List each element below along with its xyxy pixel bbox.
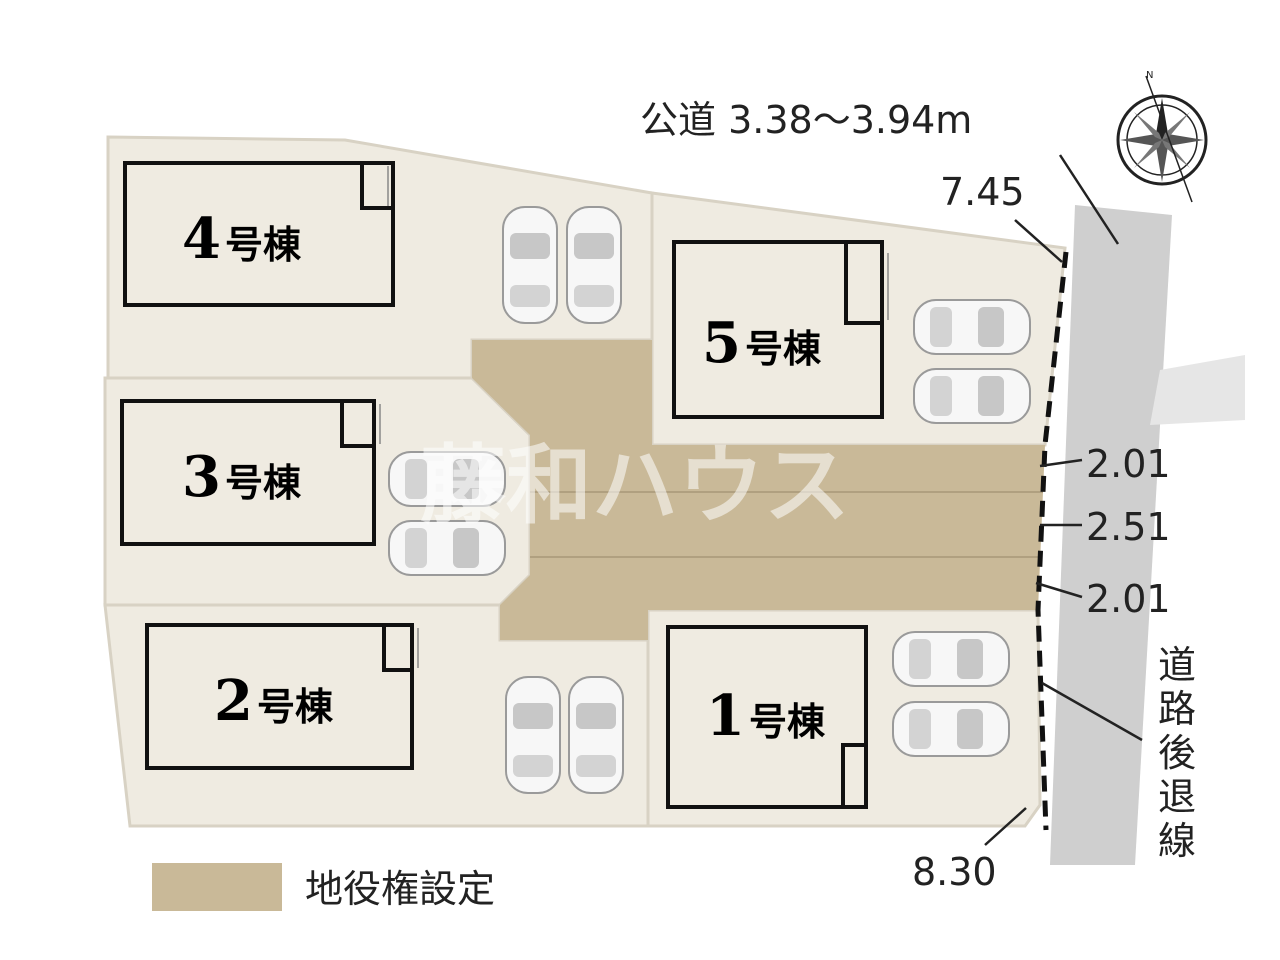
setback-label-char: 道 — [1158, 643, 1196, 687]
car — [388, 451, 506, 507]
building-4-outline — [123, 161, 395, 307]
legend-label: 地役権設定 — [305, 867, 495, 911]
car — [388, 520, 506, 576]
building-3-balcony — [340, 401, 374, 448]
dim-lane-3-leader — [1035, 581, 1083, 599]
road-right-strip — [1150, 355, 1245, 425]
easement-area — [472, 340, 1045, 640]
building-outlines — [120, 161, 884, 809]
setback-label: 道 路 後 退 線 — [1158, 643, 1196, 863]
watermark-text: 藤和ハウス — [420, 436, 850, 536]
car — [913, 368, 1031, 424]
dim-lane-2: 2.51 — [1086, 505, 1171, 549]
cars — [388, 206, 1031, 794]
setback-label-char: 路 — [1158, 687, 1196, 731]
car — [913, 299, 1031, 355]
car — [502, 206, 558, 324]
setback-line — [1035, 251, 1069, 831]
setback-label-char: 後 — [1158, 731, 1196, 775]
setback-leader-line — [1041, 681, 1143, 742]
setback-label-char: 線 — [1158, 819, 1196, 863]
dim-top-leader — [1014, 219, 1063, 263]
car — [892, 631, 1010, 687]
car — [505, 676, 561, 794]
compass-north-label: N — [1146, 70, 1153, 81]
dim-bottom-frontage: 8.30 — [912, 850, 997, 894]
dim-top-frontage: 7.45 — [940, 170, 1025, 214]
setback-label-char: 退 — [1158, 775, 1196, 819]
building-3-outline — [120, 399, 376, 546]
building-5-outline — [672, 240, 884, 419]
dim-bottom-leader — [984, 807, 1027, 846]
legend-swatch — [152, 863, 282, 911]
building-1-outline — [666, 625, 868, 809]
dim-lane-1: 2.01 — [1086, 442, 1171, 486]
road-leader-line — [1058, 154, 1120, 245]
building-2-outline — [145, 623, 414, 770]
building-2-balcony — [382, 625, 412, 672]
car — [566, 206, 622, 324]
building-5-balcony — [844, 242, 882, 325]
easement-lane-lines — [530, 491, 1043, 558]
public-road — [1050, 205, 1172, 865]
car — [892, 701, 1010, 757]
road-label: 公道 3.38～3.94m — [640, 98, 972, 142]
building-1-balcony — [841, 743, 866, 807]
car — [568, 676, 624, 794]
compass-rose-icon — [1116, 75, 1208, 203]
building-4-balcony — [360, 163, 393, 210]
building-balcony-shadows — [379, 166, 889, 668]
dim-lane-3: 2.01 — [1086, 577, 1171, 621]
dim-lane-1-leader — [1039, 458, 1083, 468]
